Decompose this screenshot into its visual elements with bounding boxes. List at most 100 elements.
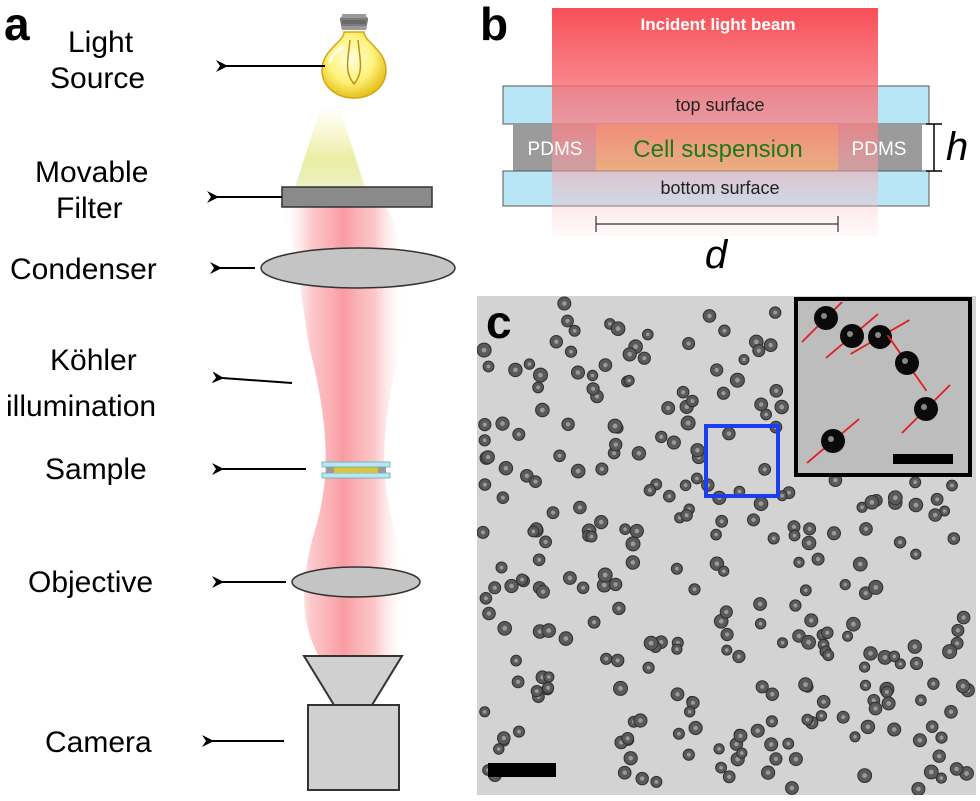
cell-highlight — [520, 577, 524, 582]
cell-highlight — [825, 630, 830, 635]
cell-highlight — [572, 328, 577, 333]
cell-highlight — [947, 649, 952, 654]
cell-highlight — [860, 505, 864, 510]
height-symbol: h — [946, 125, 968, 169]
label-camera: Camera — [45, 726, 152, 759]
cell-highlight — [482, 438, 487, 443]
cell-highlight — [717, 747, 721, 751]
cell-highlight — [492, 585, 497, 590]
panel-b: b Incident light beam top surface PDMS C… — [480, 0, 968, 277]
cell-highlight — [575, 370, 581, 375]
cell-highlight — [851, 621, 856, 627]
cell-highlight — [537, 557, 542, 562]
cell-suspension-label: Cell suspension — [633, 136, 802, 163]
cell-highlight — [868, 651, 873, 656]
cell-highlight — [671, 440, 677, 445]
cell-highlight — [753, 339, 759, 345]
cell-highlight — [594, 394, 600, 399]
cell-highlight — [567, 575, 573, 581]
inset-cell-highlight — [847, 331, 853, 337]
cell-highlight — [615, 658, 620, 663]
cell-highlight — [646, 332, 650, 337]
cell-highlight — [871, 698, 876, 703]
cell-highlight — [912, 644, 918, 649]
cell-highlight — [786, 741, 791, 746]
cell-highlight — [534, 689, 539, 693]
cell-highlight — [502, 625, 508, 631]
cell-highlight — [935, 497, 940, 502]
cell-highlight — [857, 561, 863, 567]
panel-a: a — [4, 0, 456, 791]
cell-highlight — [540, 407, 545, 413]
cell-highlight — [616, 606, 622, 611]
height-dimension — [926, 123, 942, 172]
cell-highlight — [758, 501, 764, 507]
cell-highlight — [516, 432, 521, 437]
scale-bar-inset — [893, 454, 953, 464]
cell-highlight — [482, 422, 487, 427]
cell-highlight — [792, 533, 797, 538]
cell-highlight — [873, 706, 878, 711]
cell-highlight — [550, 510, 556, 515]
cell-highlight — [740, 751, 744, 755]
cell-highlight — [482, 482, 487, 487]
cell-highlight — [509, 583, 514, 589]
cell-highlight — [633, 344, 638, 350]
cell-highlight — [806, 540, 812, 546]
cell-highlight — [768, 742, 774, 747]
cell-highlight — [863, 526, 869, 532]
cell-highlight — [780, 493, 784, 498]
panel-c: c — [477, 296, 976, 795]
cell-highlight — [480, 530, 486, 535]
cell-highlight — [683, 483, 688, 488]
cell-highlight — [603, 362, 608, 368]
movable-filter — [281, 186, 433, 208]
cell-highlight — [546, 685, 551, 690]
cell-highlight — [543, 539, 548, 545]
inset-cell-highlight — [875, 332, 881, 338]
cell-field — [477, 296, 975, 795]
cell-highlight — [833, 478, 838, 483]
cell-highlight — [517, 729, 521, 734]
cell-highlight — [577, 505, 583, 510]
beam-column — [280, 205, 407, 655]
cell-highlight — [547, 675, 551, 679]
panel-c-letter: c — [486, 296, 512, 348]
cell-highlight — [805, 717, 810, 722]
cell-highlight — [826, 653, 831, 658]
cell-highlight — [654, 482, 659, 487]
cell-highlight — [816, 557, 821, 562]
illumination-beam — [280, 110, 407, 655]
cell-highlight — [950, 483, 954, 488]
cell-highlight — [540, 589, 546, 594]
cell-highlight — [592, 620, 597, 625]
cell-highlight — [773, 310, 778, 315]
cell-highlight — [806, 639, 811, 645]
cell-highlight — [721, 569, 726, 573]
scale-bar-main — [488, 763, 556, 777]
cell-highlight — [960, 683, 966, 689]
cell-highlight — [862, 773, 868, 778]
cell-highlight — [722, 328, 727, 333]
condenser-lens — [260, 247, 456, 289]
cell-highlight — [964, 771, 969, 776]
cell-highlight — [481, 347, 487, 353]
cell-highlight — [737, 489, 742, 494]
cell-highlight — [760, 684, 765, 689]
pdms-left-label: PDMS — [528, 139, 583, 160]
cell-highlight — [725, 648, 729, 652]
label-movable-filter-line1: Movable — [35, 156, 148, 189]
cell-highlight — [892, 654, 897, 659]
cell-highlight — [931, 681, 936, 686]
cell-highlight — [516, 679, 521, 685]
cell-highlight — [501, 735, 506, 741]
cell-highlight — [612, 451, 617, 456]
cell-highlight — [735, 756, 740, 762]
inset-cell-highlight — [902, 358, 908, 364]
cell-highlight — [675, 566, 679, 571]
cell-highlight — [667, 494, 672, 499]
cell-highlight — [627, 378, 631, 383]
cell-highlight — [770, 692, 775, 697]
cell-highlight — [483, 596, 488, 601]
cell-highlight — [863, 683, 868, 688]
